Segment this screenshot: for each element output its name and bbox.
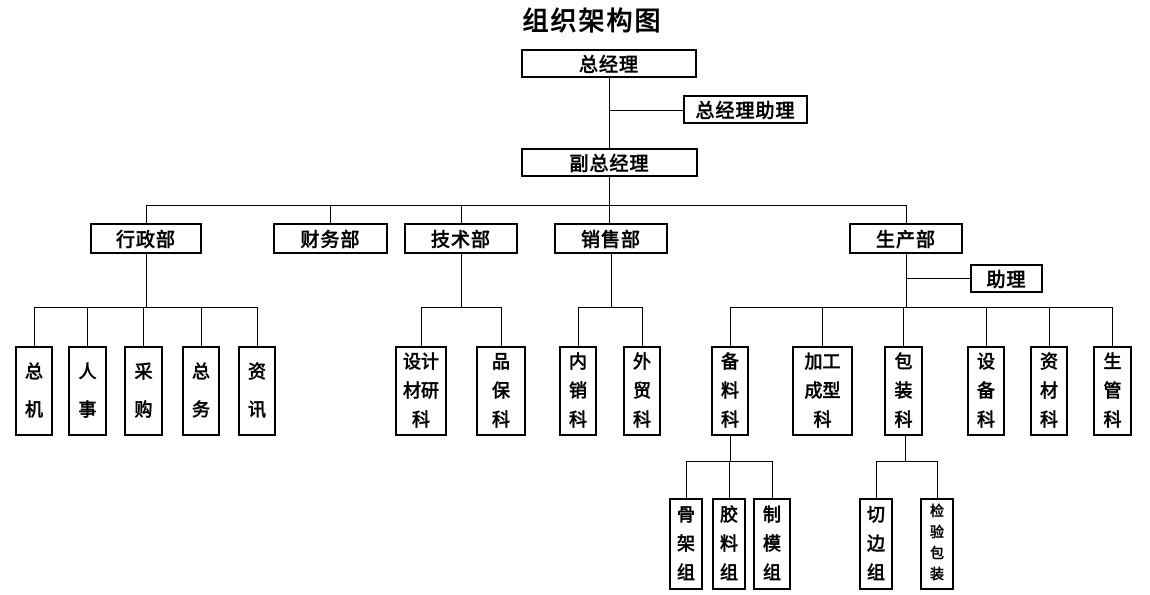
org-node-design-material-research: 设计 材研 科 (395, 346, 447, 436)
org-node-production-dept: 生产部 (849, 223, 963, 254)
connector-line (986, 307, 987, 346)
connector-line (330, 205, 331, 223)
connector-line (906, 254, 907, 307)
connector-line (611, 254, 612, 307)
connector-line (609, 78, 610, 148)
org-node-sales-dept: 销售部 (554, 223, 668, 254)
org-node-processing-molding: 加工 成型 科 (792, 346, 853, 436)
org-node-foreign-trade: 外 贸 科 (623, 346, 661, 436)
connector-line (146, 254, 147, 307)
org-node-equipment: 设 备 科 (967, 346, 1005, 436)
connector-line (461, 205, 462, 223)
org-node-admin-dept: 行政部 (90, 223, 202, 254)
connector-line (729, 461, 730, 498)
org-node-quality-assurance: 品 保 科 (476, 346, 526, 436)
org-node-finance-dept: 财务部 (273, 223, 388, 254)
connector-line (609, 110, 684, 111)
org-node-purchasing: 采 购 (124, 346, 163, 436)
org-node-switchboard: 总 机 (15, 346, 53, 436)
org-node-general-affairs: 总 务 (182, 346, 220, 436)
org-node-trimming-group: 切 边 组 (859, 498, 893, 590)
connector-line (906, 205, 907, 223)
connector-line (201, 307, 202, 346)
connector-line (146, 205, 147, 223)
connector-line (578, 307, 643, 308)
connector-line (1049, 307, 1050, 346)
chart-title: 组织架构图 (522, 7, 663, 36)
org-node-materials: 资 材 科 (1030, 346, 1068, 436)
connector-line (772, 461, 773, 498)
connector-line (34, 307, 258, 308)
connector-line (87, 307, 88, 346)
connector-line (146, 205, 907, 206)
connector-line (421, 307, 502, 308)
connector-line (578, 307, 579, 346)
connector-line (906, 278, 970, 279)
org-node-hr: 人 事 (68, 346, 107, 436)
connector-line (903, 307, 904, 346)
connector-line (876, 461, 877, 498)
connector-line (501, 307, 502, 346)
org-node-tech-dept: 技术部 (404, 223, 518, 254)
org-node-deputy-gm: 副总经理 (521, 148, 698, 177)
connector-line (937, 461, 938, 498)
connector-line (876, 461, 938, 462)
connector-line (730, 307, 731, 346)
connector-line (461, 254, 462, 307)
org-node-gm-assistant: 总经理助理 (683, 95, 808, 124)
connector-line (642, 307, 643, 346)
connector-line (257, 307, 258, 346)
connector-line (143, 307, 144, 346)
org-node-production-management: 生 管 科 (1093, 346, 1132, 436)
org-node-inspection-packing: 检 验 包 装 (920, 498, 954, 590)
connector-line (686, 461, 687, 498)
connector-line (421, 307, 422, 346)
org-node-production-assistant: 助理 (970, 264, 1043, 293)
org-node-packaging: 包 装 科 (884, 346, 923, 436)
org-node-rubber-group: 胶 料 组 (712, 498, 746, 590)
connector-line (609, 177, 610, 223)
connector-line (822, 307, 823, 346)
org-node-general-manager: 总经理 (521, 49, 697, 78)
org-node-mold-group: 制 模 组 (753, 498, 791, 590)
org-node-material-preparation: 备 料 科 (711, 346, 749, 436)
org-node-skeleton-group: 骨 架 组 (669, 498, 703, 590)
connector-line (730, 307, 1113, 308)
org-node-domestic-sales: 内 销 科 (559, 346, 597, 436)
connector-line (730, 436, 731, 461)
org-node-information: 资 讯 (238, 346, 276, 436)
connector-line (34, 307, 35, 346)
connector-line (1112, 307, 1113, 346)
connector-line (905, 436, 906, 461)
